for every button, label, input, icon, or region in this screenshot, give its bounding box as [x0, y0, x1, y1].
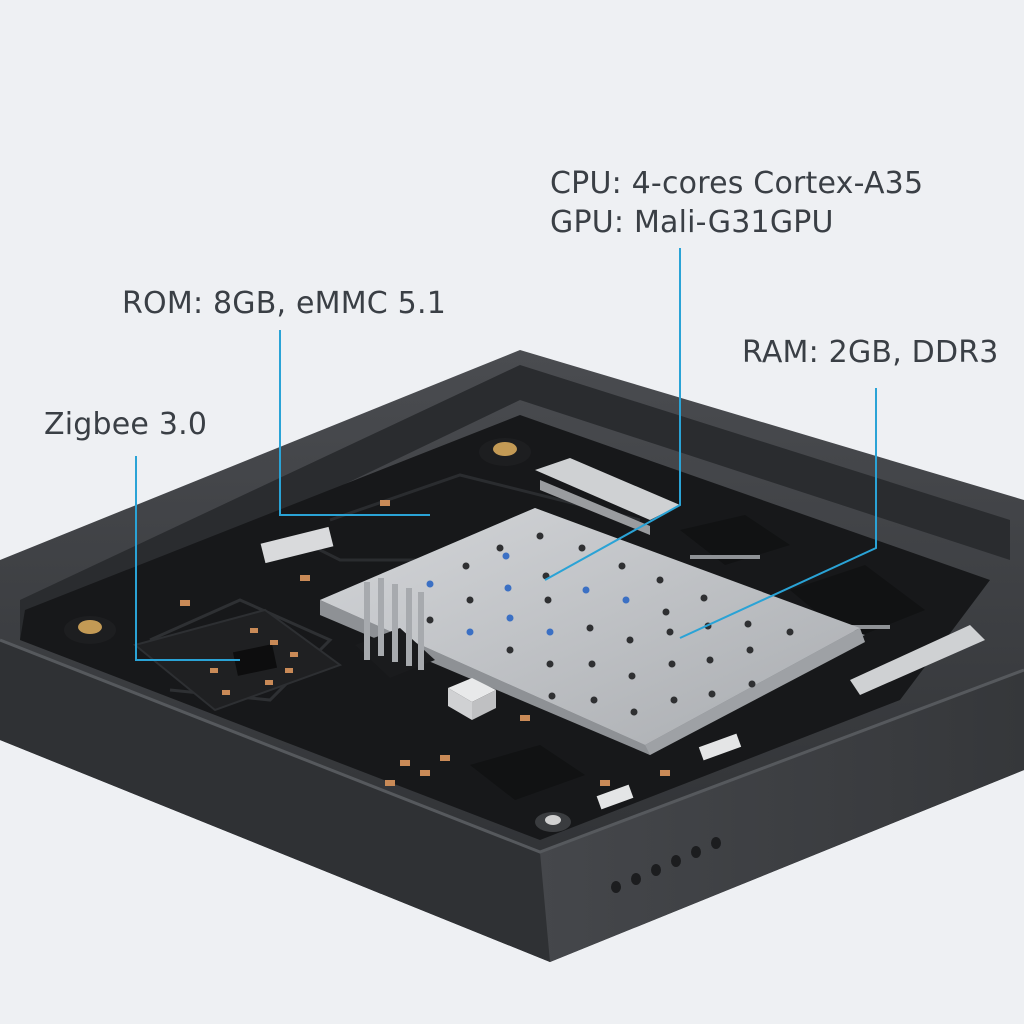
enclosure-front-wall — [0, 640, 550, 962]
enclosure-right-wall — [540, 670, 1024, 962]
callout-line-rom — [279, 330, 430, 516]
reset-button — [448, 678, 496, 720]
shield-holes — [426, 532, 794, 716]
white-components — [596, 733, 742, 810]
callout-cpu: CPU: 4-cores Cortex-A35 — [550, 166, 924, 201]
callout-zigbee: Zigbee 3.0 — [44, 407, 208, 442]
callout-line-ram — [679, 388, 877, 639]
callout-rom: ROM: 8GB, eMMC 5.1 — [122, 286, 446, 321]
callout-gpu: GPU: Mali-G31GPU — [550, 205, 834, 240]
callout-line-cpu — [544, 248, 681, 581]
ribbon-connector — [535, 458, 680, 520]
chip-lower — [470, 745, 585, 800]
callout-line-zigbee — [135, 456, 240, 661]
vent-holes — [611, 837, 721, 893]
callout-lines — [135, 248, 877, 661]
pin-header — [355, 578, 435, 678]
mounting-bosses — [64, 438, 571, 832]
chip-right — [790, 565, 925, 640]
small-connector — [260, 526, 334, 564]
side-connector — [850, 625, 985, 695]
chip-top-right — [680, 515, 790, 565]
callout-ram: RAM: 2GB, DDR3 — [742, 335, 999, 370]
smd-components — [180, 500, 670, 786]
